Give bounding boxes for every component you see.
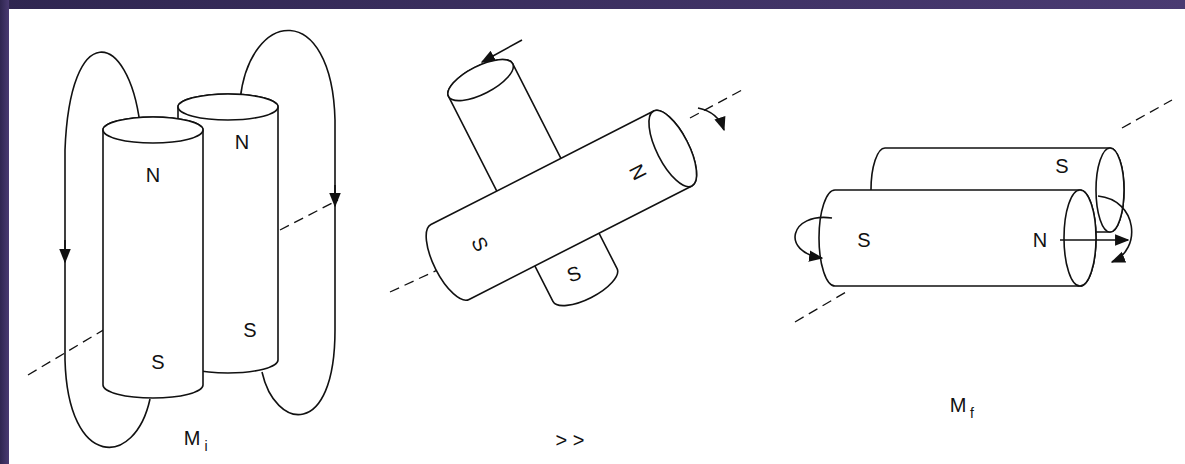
field-arrow <box>64 240 66 262</box>
pole-label: N <box>235 132 249 152</box>
field-arrow <box>334 185 336 206</box>
magnet-cylinder <box>103 117 203 398</box>
rotation-arrow <box>698 108 724 130</box>
pole-label: N <box>1033 230 1047 250</box>
rotation-axis <box>280 200 338 230</box>
pole-label: S <box>151 352 164 372</box>
rotation-arrow <box>482 40 522 62</box>
rotation-axis <box>795 292 846 322</box>
rotation-axis <box>690 90 742 118</box>
rotation-axis <box>1122 100 1172 128</box>
rotation-arrow <box>1060 239 1128 241</box>
moment-label: M <box>950 395 967 415</box>
pole-label: S <box>857 230 870 250</box>
magnet-cylinder <box>819 190 1096 286</box>
pole-label: S <box>1055 156 1068 176</box>
rotation-arrow <box>795 217 832 258</box>
rotation-axis <box>28 326 110 375</box>
subscript: i <box>204 439 207 453</box>
frame-band <box>0 0 1185 9</box>
pole-label: N <box>146 165 160 185</box>
magnet-cylinder <box>417 104 706 307</box>
pole-label: S <box>243 320 256 340</box>
subscript: f <box>970 406 974 420</box>
rotation-arrow <box>1098 196 1132 262</box>
moment-label: M <box>184 428 201 448</box>
sequence-mark: > > <box>556 430 585 450</box>
frame-band <box>0 0 9 464</box>
